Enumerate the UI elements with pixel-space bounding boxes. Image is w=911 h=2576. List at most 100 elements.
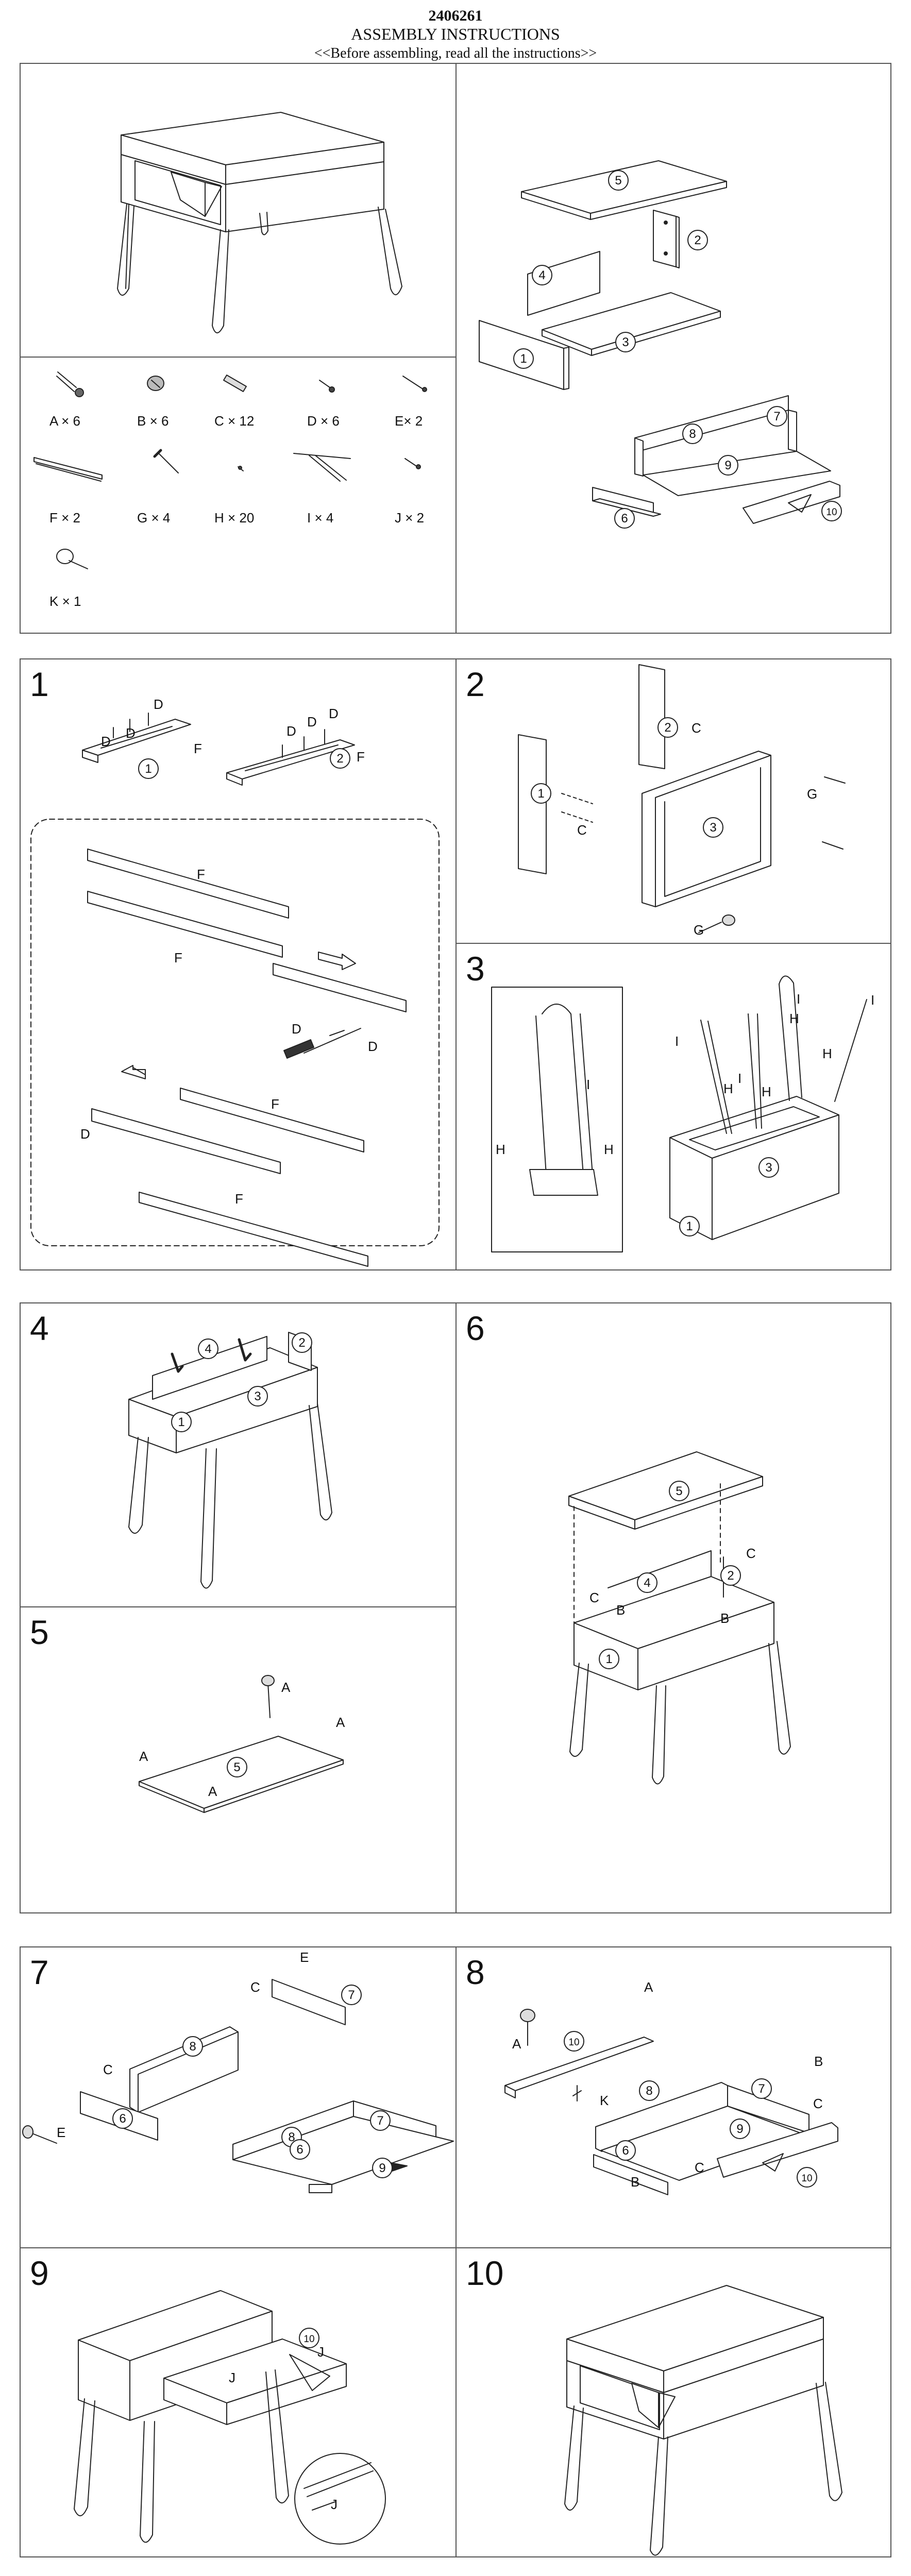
- document-title: ASSEMBLY INSTRUCTIONS: [351, 25, 560, 43]
- hardware-callout-b: B: [616, 1602, 625, 1618]
- part-number-callout-3: 3: [247, 1386, 268, 1406]
- hardware-callout-c: C: [813, 2096, 823, 2111]
- hardware-callout-d: D: [286, 723, 296, 739]
- part-number-callout-5: 5: [669, 1481, 689, 1501]
- part-number-callout-8: 8: [182, 2036, 203, 2057]
- svg-text:6: 6: [296, 2143, 303, 2157]
- part-number-callout-5: 5: [608, 170, 629, 191]
- hardware-callout-c: C: [691, 720, 701, 736]
- part-number-callout-10: 10: [564, 2031, 584, 2052]
- step-5-illustration: [139, 1675, 343, 1812]
- document-id: 2406261: [428, 7, 483, 24]
- hardware-callout-j: J: [229, 2370, 235, 2385]
- bolt-icon: [155, 450, 178, 473]
- hardware-callout-c: C: [103, 2062, 113, 2077]
- step-1-illustration: [31, 713, 439, 1266]
- svg-text:7: 7: [348, 1988, 355, 2002]
- svg-text:2: 2: [298, 1336, 305, 1350]
- step-number-5: 5: [30, 1613, 49, 1651]
- svg-text:4: 4: [644, 1576, 650, 1590]
- part-number-callout-1: 1: [138, 758, 159, 779]
- part-number-callout-2: 2: [657, 717, 678, 738]
- medium-screw-icon: [405, 459, 421, 469]
- hardware-callout-d: D: [292, 1021, 301, 1037]
- svg-text:2: 2: [664, 721, 671, 735]
- part-label-k: K × 1: [49, 594, 81, 609]
- svg-text:10: 10: [826, 507, 837, 518]
- step-number-2: 2: [466, 665, 485, 703]
- part-label-c: C × 12: [214, 413, 255, 429]
- hardware-callout-b: B: [631, 2174, 639, 2190]
- svg-text:3: 3: [765, 1161, 772, 1175]
- svg-text:2: 2: [694, 233, 701, 247]
- hardware-callout-d: D: [329, 706, 339, 721]
- part-number-callout-2: 2: [330, 748, 350, 769]
- part-label-e: E× 2: [395, 413, 423, 429]
- part-number-callout-3: 3: [758, 1157, 779, 1178]
- hardware-callout-h: H: [822, 1046, 832, 1061]
- step-3-illustration: [492, 976, 867, 1252]
- part-label-g: G × 4: [137, 510, 171, 526]
- hardware-callout-d: D: [368, 1039, 378, 1054]
- knob-icon: [57, 549, 88, 569]
- hardware-callout-i: I: [586, 1077, 590, 1092]
- hardware-callout-d: D: [307, 714, 317, 730]
- hardware-callout-f: F: [235, 1191, 243, 1207]
- part-number-callout-10: 10: [821, 501, 842, 521]
- step-9-illustration: [74, 2291, 386, 2545]
- wood-dowel-icon: [224, 375, 246, 392]
- part-number-callout-1: 1: [679, 1216, 700, 1236]
- step-4-illustration: [129, 1332, 332, 1588]
- part-number-callout-6: 6: [615, 2140, 636, 2161]
- svg-text:5: 5: [676, 1484, 682, 1498]
- part-label-d: D × 6: [307, 413, 340, 429]
- hardware-callout-a: A: [208, 1784, 217, 1799]
- hardware-callout-h: H: [789, 1011, 799, 1026]
- hardware-callout-e: E: [300, 1950, 309, 1965]
- step-6-illustration: [569, 1452, 790, 1784]
- part-number-callout-4: 4: [532, 265, 552, 285]
- part-number-callout-4: 4: [637, 1572, 657, 1593]
- hardware-callout-g: G: [807, 786, 817, 802]
- part-label-h: H × 20: [214, 510, 255, 526]
- svg-text:8: 8: [189, 2040, 196, 2054]
- svg-text:1: 1: [145, 762, 151, 776]
- short-screw-icon: [319, 380, 335, 393]
- hardware-callout-c: C: [589, 1590, 599, 1605]
- part-number-callout-8: 8: [682, 423, 703, 444]
- part-label-b: B × 6: [137, 413, 169, 429]
- hardware-callout-h: H: [762, 1084, 771, 1099]
- part-number-callout-2: 2: [720, 1565, 741, 1586]
- hardware-callout-b: B: [720, 1611, 729, 1626]
- part-number-callout-2: 2: [687, 230, 708, 250]
- part-number-callout-6: 6: [614, 508, 635, 529]
- step-2-illustration: [518, 665, 845, 933]
- hardware-callout-f: F: [174, 950, 182, 965]
- hardware-callout-a: A: [281, 1680, 291, 1695]
- part-number-callout-3: 3: [703, 817, 723, 838]
- hardware-callout-a: A: [644, 1979, 653, 1995]
- part-number-callout-7: 7: [341, 1985, 362, 2005]
- part-number-callout-1: 1: [171, 1412, 192, 1432]
- part-number-callout-9: 9: [372, 2158, 393, 2178]
- svg-text:6: 6: [622, 2144, 629, 2158]
- step-number-3: 3: [466, 950, 485, 988]
- svg-text:10: 10: [568, 2037, 579, 2048]
- hardware-callout-c: C: [695, 2160, 704, 2175]
- parts-icons: [34, 372, 427, 569]
- part-label-i: I × 4: [307, 510, 334, 526]
- exploded-view-illustration: [479, 161, 840, 523]
- step-number-1: 1: [30, 665, 49, 703]
- hardware-callout-i: I: [675, 1033, 679, 1049]
- hardware-callout-h: H: [496, 1142, 505, 1157]
- part-number-callout-10: 10: [797, 2167, 817, 2188]
- hardware-callout-e: E: [57, 2125, 65, 2140]
- svg-text:2: 2: [727, 1569, 734, 1583]
- part-number-callout-7: 7: [767, 406, 787, 427]
- hardware-callout-a: A: [512, 2036, 521, 2052]
- svg-text:3: 3: [254, 1389, 261, 1403]
- part-number-callout-9: 9: [730, 2119, 750, 2139]
